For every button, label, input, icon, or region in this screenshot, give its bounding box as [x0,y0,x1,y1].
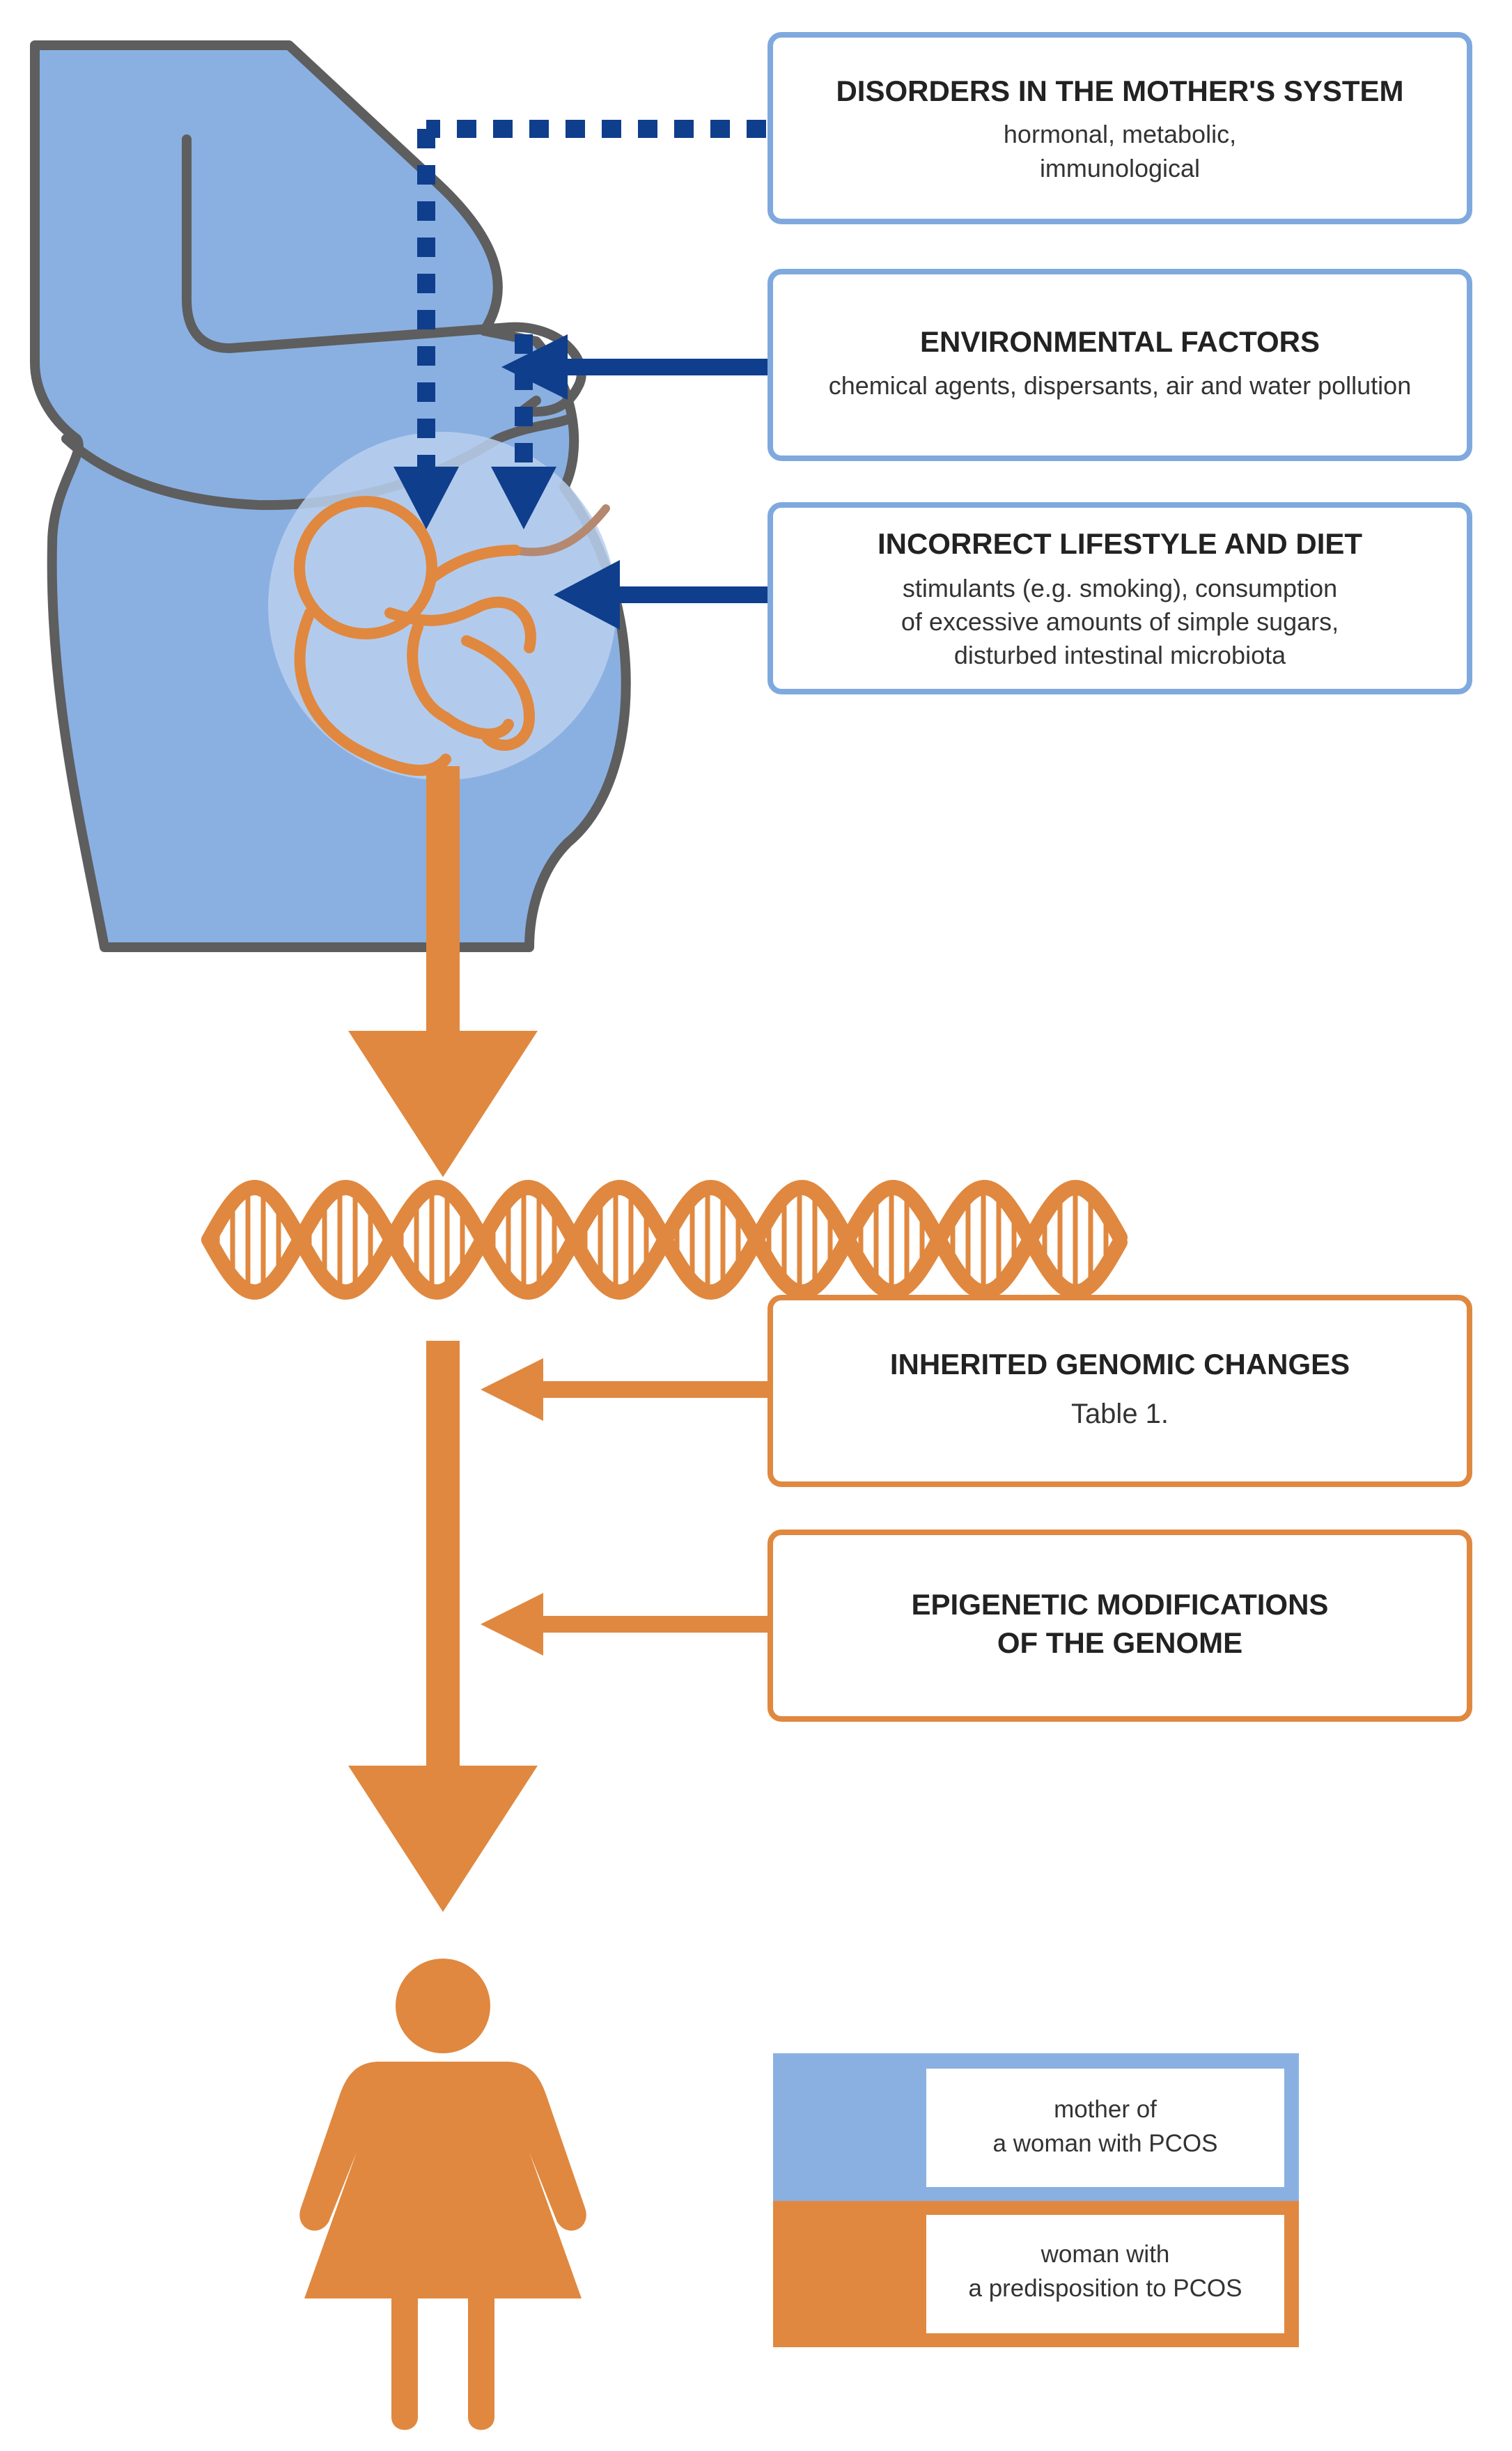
factor-box-maternal-disorders: DISORDERS IN THE MOTHER'S SYSTEM hormona… [767,32,1472,224]
factor-title: DISORDERS IN THE MOTHER'S SYSTEM [836,75,1403,107]
factor-desc-line: immunological [1040,154,1200,182]
inheritance-arrow-bottom [348,1341,538,1912]
lifestyle-diet-arrow [554,560,770,630]
inheritance-arrow-top [348,766,538,1177]
genomic-sub: Table 1. [1071,1399,1169,1429]
factor-desc-line: chemical agents, dispersants, air and wa… [829,371,1411,400]
maternal-disorder-arrows [393,120,766,529]
fetus-icon [294,496,610,776]
factor-desc-line: disturbed intestinal microbiota [954,641,1286,669]
genomic-title: OF THE GENOME [997,1626,1242,1659]
legend-label: mother of [1054,2096,1157,2123]
dna-strand [201,1179,1128,1300]
legend-label: a woman with PCOS [993,2130,1218,2157]
factor-title: INCORRECT LIFESTYLE AND DIET [878,527,1362,560]
legend-item-woman: woman with a predisposition to PCOS [773,2201,1299,2347]
environmental-factors-arrow [501,334,770,400]
factor-title: ENVIRONMENTAL FACTORS [920,325,1320,358]
factor-desc-line: stimulants (e.g. smoking), consumption [903,574,1337,602]
legend: mother of a woman with PCOS woman with a… [773,2053,1299,2347]
woman-figure-icon [299,1959,586,2430]
legend-label: woman with [1041,2241,1170,2268]
genomic-changes-arrow [481,1358,773,1421]
legend-label: a predisposition to PCOS [969,2275,1242,2302]
legend-item-mother: mother of a woman with PCOS [773,2053,1299,2201]
dna-helix-icon [201,1179,1128,1300]
factor-box-environmental: ENVIRONMENTAL FACTORS chemical agents, d… [767,269,1472,461]
genomic-box-epigenetic: EPIGENETIC MODIFICATIONS OF THE GENOME [767,1530,1472,1722]
genomic-title: INHERITED GENOMIC CHANGES [890,1348,1350,1380]
factor-desc-line: hormonal, metabolic, [1004,120,1236,148]
genomic-title: EPIGENETIC MODIFICATIONS [912,1588,1329,1621]
factor-desc-line: of excessive amounts of simple sugars, [901,607,1339,636]
factor-box-lifestyle-diet: INCORRECT LIFESTYLE AND DIET stimulants … [767,502,1472,694]
epigenetic-arrow [481,1593,773,1656]
genomic-box-inherited: INHERITED GENOMIC CHANGES Table 1. [767,1295,1472,1487]
